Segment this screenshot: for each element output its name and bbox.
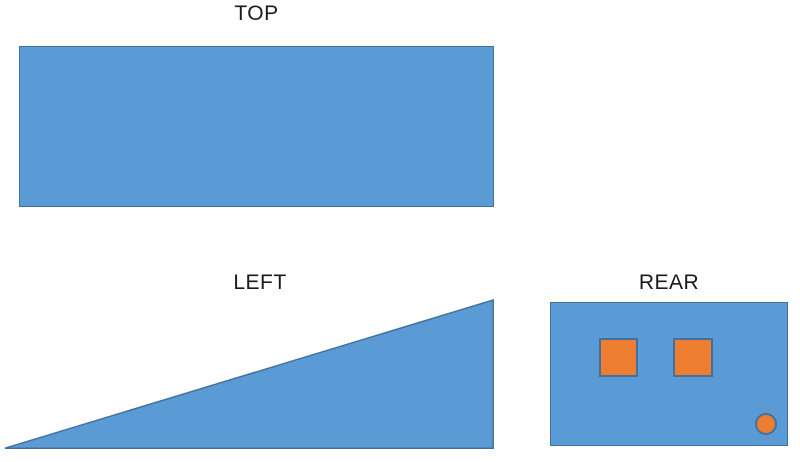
top-view-shape bbox=[19, 46, 494, 207]
wedge-triangle-icon bbox=[4, 299, 494, 449]
top-view-label: TOP bbox=[234, 2, 279, 25]
left-view-shape bbox=[4, 299, 494, 449]
rear-circle-feature bbox=[754, 412, 777, 435]
rear-view-label: REAR bbox=[638, 271, 700, 294]
rear-view-shape bbox=[550, 302, 788, 446]
rear-square-feature-1 bbox=[598, 337, 638, 377]
left-view-label: LEFT bbox=[233, 271, 287, 294]
rear-square-feature-2 bbox=[672, 337, 713, 377]
